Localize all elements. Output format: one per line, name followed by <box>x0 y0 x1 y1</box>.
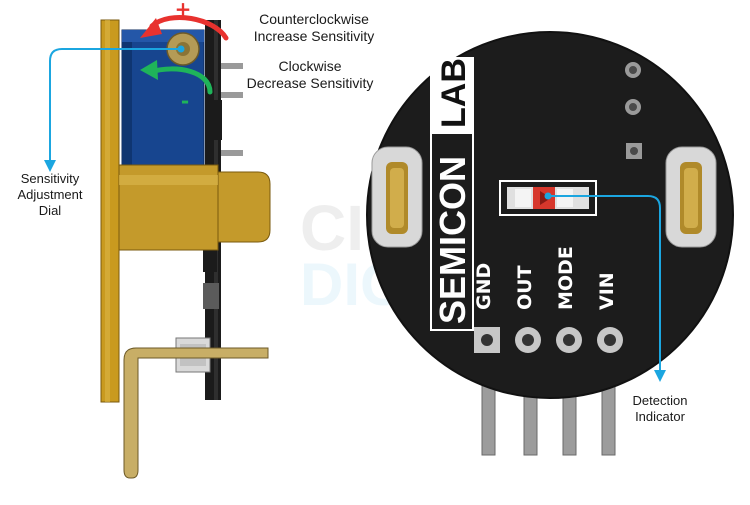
pin-label-vin: VIN <box>596 272 618 310</box>
sensor-front-view: SEMICON LAB GND OUT MODE VIN <box>367 32 733 455</box>
indicator-line1: Detection <box>612 393 708 409</box>
dial-line3: Dial <box>5 203 95 219</box>
cw-line2: Decrease Sensitivity <box>234 75 386 92</box>
brand-part2: LAB <box>435 58 473 128</box>
cw-annotation: Clockwise Decrease Sensitivity <box>234 58 386 92</box>
ccw-annotation: Counterclockwise Increase Sensitivity <box>238 11 390 45</box>
indicator-line2: Indicator <box>612 409 708 425</box>
dial-line2: Adjustment <box>5 187 95 203</box>
dial-annotation: Sensitivity Adjustment Dial <box>5 171 95 219</box>
indicator-annotation: Detection Indicator <box>612 393 708 425</box>
dial-line1: Sensitivity <box>5 171 95 187</box>
pin-label-gnd: GND <box>473 263 495 310</box>
brand-part1: SEMICON <box>432 156 473 324</box>
cw-line1: Clockwise <box>234 58 386 75</box>
pin-label-out: OUT <box>514 265 536 310</box>
ccw-line1: Counterclockwise <box>238 11 390 28</box>
pin-label-mode: MODE <box>555 246 577 310</box>
brand-logo: SEMICON LAB <box>431 58 473 330</box>
ccw-line2: Increase Sensitivity <box>238 28 390 45</box>
minus-sign: - <box>181 89 189 113</box>
